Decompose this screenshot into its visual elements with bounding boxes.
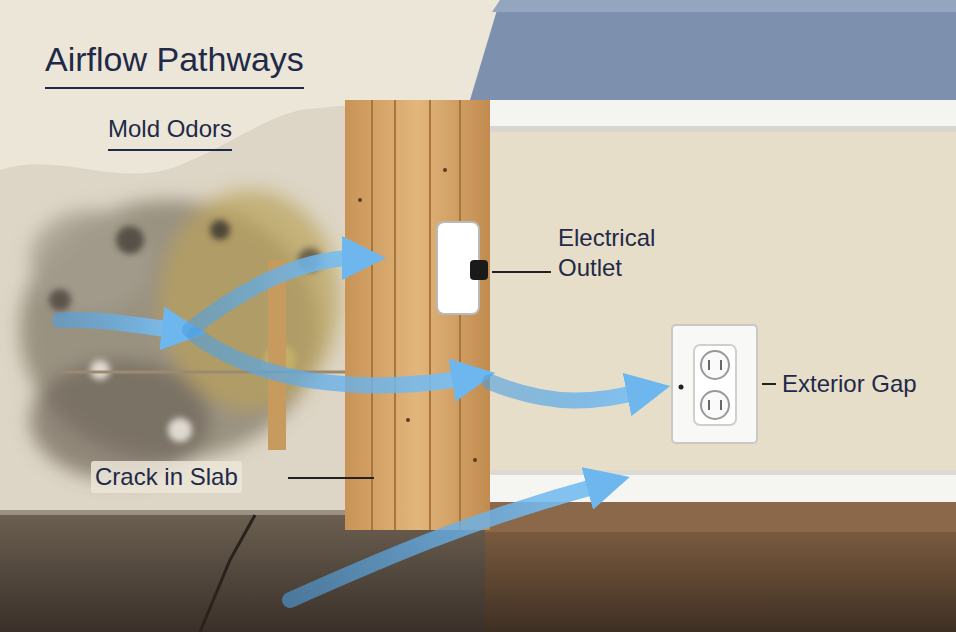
part-label: Crack in Slab xyxy=(91,461,242,493)
part-label: Exterior Gap xyxy=(778,368,921,400)
part-label: Electrical Outlet xyxy=(554,222,702,284)
section-label: Mold Odors xyxy=(108,114,232,151)
diagram-title: Airflow Pathways xyxy=(45,38,304,89)
airflow-arrows xyxy=(60,258,640,600)
